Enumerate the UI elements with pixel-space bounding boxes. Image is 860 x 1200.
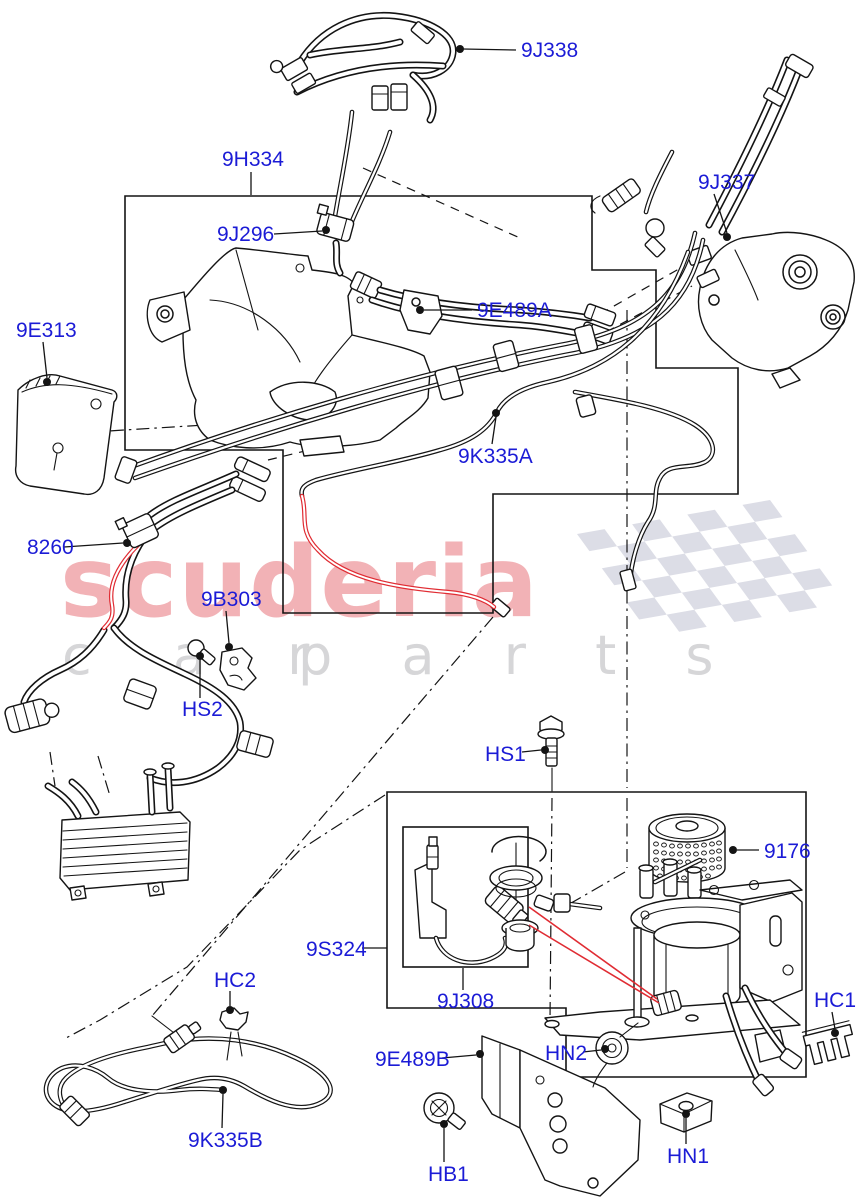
part-label-9J308: 9J308 <box>437 990 494 1013</box>
part-label-9176: 9176 <box>764 840 811 863</box>
part-label-8260: 8260 <box>27 536 74 559</box>
part-art-HC2-clip <box>219 1007 249 1061</box>
part-label-9J338: 9J338 <box>521 39 578 62</box>
part-art-9K335A-pipes <box>114 230 716 618</box>
part-label-9K335A: 9K335A <box>458 445 533 468</box>
part-art-HS1-bolt <box>537 715 565 767</box>
part-label-9J296: 9J296 <box>217 223 274 246</box>
box-9H334 <box>124 195 739 614</box>
checkered-flag-watermark <box>577 499 833 632</box>
part-art-9J337-bracket-and-pipes <box>590 53 855 389</box>
part-label-HN1: HN1 <box>667 1145 709 1168</box>
part-art-fuel-cooler <box>44 762 191 901</box>
part-art-9B303-bracket <box>219 647 257 691</box>
part-art-9176-filter-element <box>648 813 726 883</box>
part-labels: 9J338 9H334 9J296 9J337 9E489A 9E313 9K3… <box>16 39 856 1186</box>
part-label-HN2: HN2 <box>545 1042 587 1065</box>
part-art-HC1-clip <box>801 1020 854 1066</box>
part-art-9E313-heat-shield <box>14 374 118 496</box>
part-label-9H334: 9H334 <box>222 148 284 171</box>
part-art-engine-cover <box>146 247 431 457</box>
part-label-9K335B: 9K335B <box>188 1129 263 1152</box>
part-label-HS2: HS2 <box>182 698 223 721</box>
sensor-locator-lines <box>528 906 660 1004</box>
part-art-9K335B-pipe <box>43 1021 333 1127</box>
part-art-9J296-hoses <box>316 203 617 345</box>
part-art-HB1-bolt <box>423 1092 466 1130</box>
part-label-9E489A: 9E489A <box>477 299 552 322</box>
part-art-9J308-sensor-kit <box>414 835 547 965</box>
part-label-9J337: 9J337 <box>698 171 755 194</box>
part-label-9E489B: 9E489B <box>375 1048 450 1071</box>
part-art-highlighted-return-line <box>299 493 497 610</box>
part-label-HC2: HC2 <box>214 969 256 992</box>
brand-watermark: scuderia c a r p a r t s <box>60 499 833 687</box>
part-label-HC1: HC1 <box>814 989 856 1012</box>
part-label-HB1: HB1 <box>428 1163 469 1186</box>
part-label-9S324: 9S324 <box>306 938 367 961</box>
part-art-HN2-grommet <box>592 1022 639 1088</box>
part-label-9B303: 9B303 <box>201 588 262 611</box>
part-art-fuel-filter-housing <box>533 857 803 1097</box>
part-label-9E313: 9E313 <box>16 319 77 342</box>
part-art-9J338-hose-assembly <box>269 11 457 229</box>
watermark-secondary-right: p a r t s <box>298 624 740 687</box>
part-label-HS1: HS1 <box>485 743 526 766</box>
reference-lines <box>49 167 693 1039</box>
part-art-8260-hoses <box>4 456 274 787</box>
part-art-9E489B-bracket <box>481 1035 641 1197</box>
box-9J308 <box>402 826 529 968</box>
